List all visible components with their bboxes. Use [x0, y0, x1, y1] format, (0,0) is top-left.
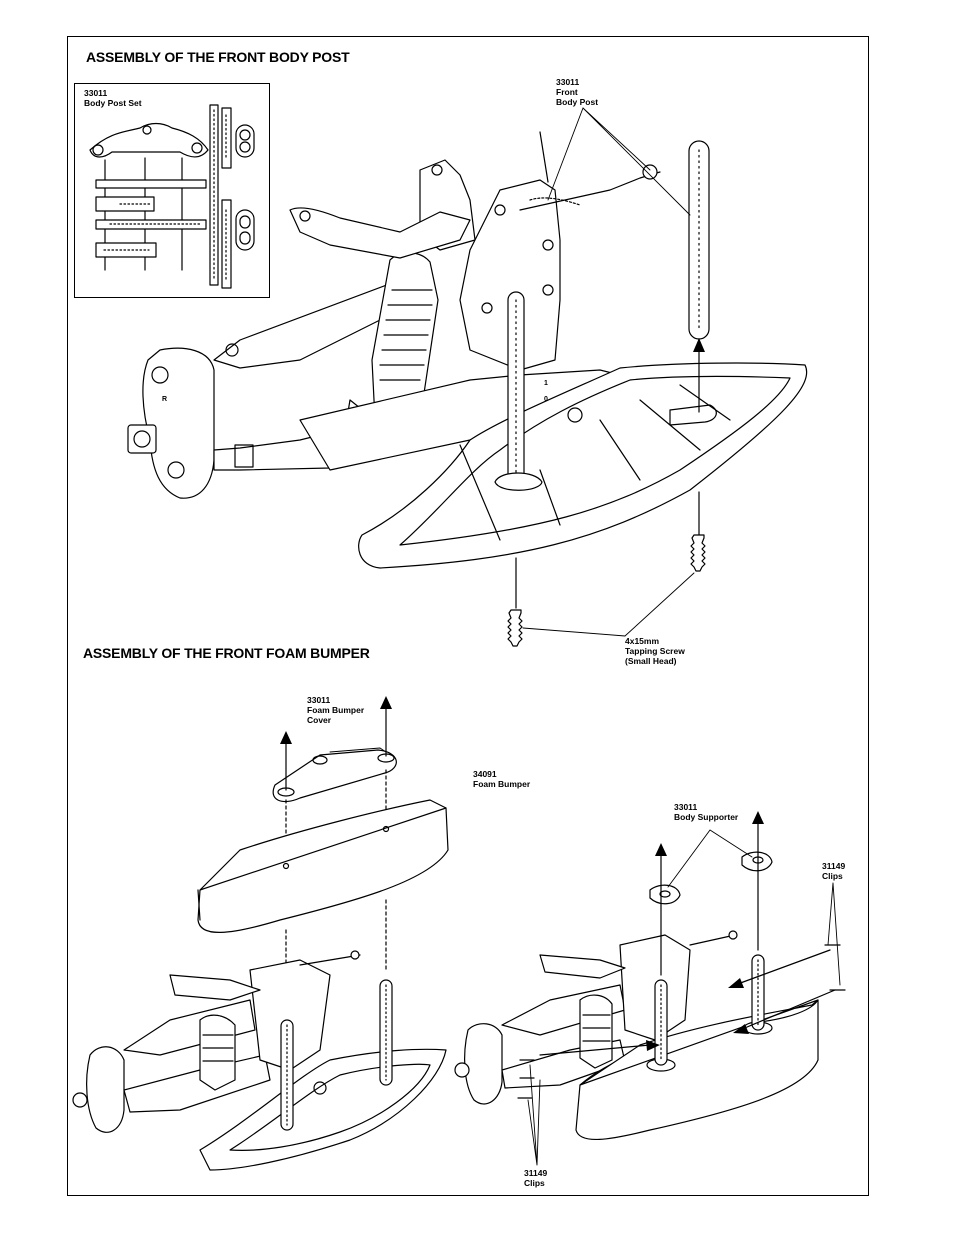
- chassis-front-drawing: [127, 107, 808, 647]
- label-line: 31149: [822, 861, 846, 871]
- section-title-foam-bumper: ASSEMBLY OF THE FRONT FOAM BUMPER: [83, 645, 370, 661]
- label-line: 4x15mm: [625, 636, 660, 646]
- label-line: Clips: [822, 871, 843, 881]
- label-line: Tapping Screw: [625, 646, 685, 656]
- label-line: Body Post: [556, 97, 599, 107]
- label-front-body-post: 33011 Front Body Post: [556, 77, 598, 107]
- label-foam-bumper: 34091 Foam Bumper: [473, 769, 530, 789]
- label-body-post-set: 33011 Body Post Set: [84, 88, 142, 108]
- label-foam-bumper-cover: 33011 Foam Bumper Cover: [307, 695, 364, 725]
- foam-bumper-drawing: [72, 704, 846, 1171]
- label-line: Body Supporter: [674, 812, 739, 822]
- label-line: Foam Bumper: [473, 779, 531, 789]
- body-post-set-inset: [74, 83, 270, 298]
- chassis-mark-0: 0: [544, 396, 548, 403]
- label-clips-bottom: 31149 Clips: [524, 1168, 547, 1188]
- chassis-mark-1: 1: [544, 380, 548, 387]
- page-frame: [67, 36, 869, 1196]
- label-line: 33011: [307, 695, 331, 705]
- label-body-supporter: 33011 Body Supporter: [674, 802, 738, 822]
- label-clips-right: 31149 Clips: [822, 861, 845, 881]
- label-line: 33011: [674, 802, 698, 812]
- label-line: 33011: [556, 77, 580, 87]
- chassis-mark-r: R: [162, 396, 168, 403]
- label-line: Foam Bumper: [307, 705, 365, 715]
- label-tapping-screw: 4x15mm Tapping Screw (Small Head): [625, 636, 685, 666]
- inset-parts-drawing: [89, 104, 255, 289]
- label-line: 31149: [524, 1168, 548, 1178]
- label-line: Clips: [524, 1178, 545, 1188]
- label-line: Body Post Set: [84, 98, 142, 108]
- label-line: 34091: [473, 769, 497, 779]
- label-line: Front: [556, 87, 578, 97]
- label-line: 33011: [84, 88, 108, 98]
- label-line: (Small Head): [625, 656, 677, 666]
- section-title-body-post: ASSEMBLY OF THE FRONT BODY POST: [86, 49, 350, 65]
- label-line: Cover: [307, 715, 332, 725]
